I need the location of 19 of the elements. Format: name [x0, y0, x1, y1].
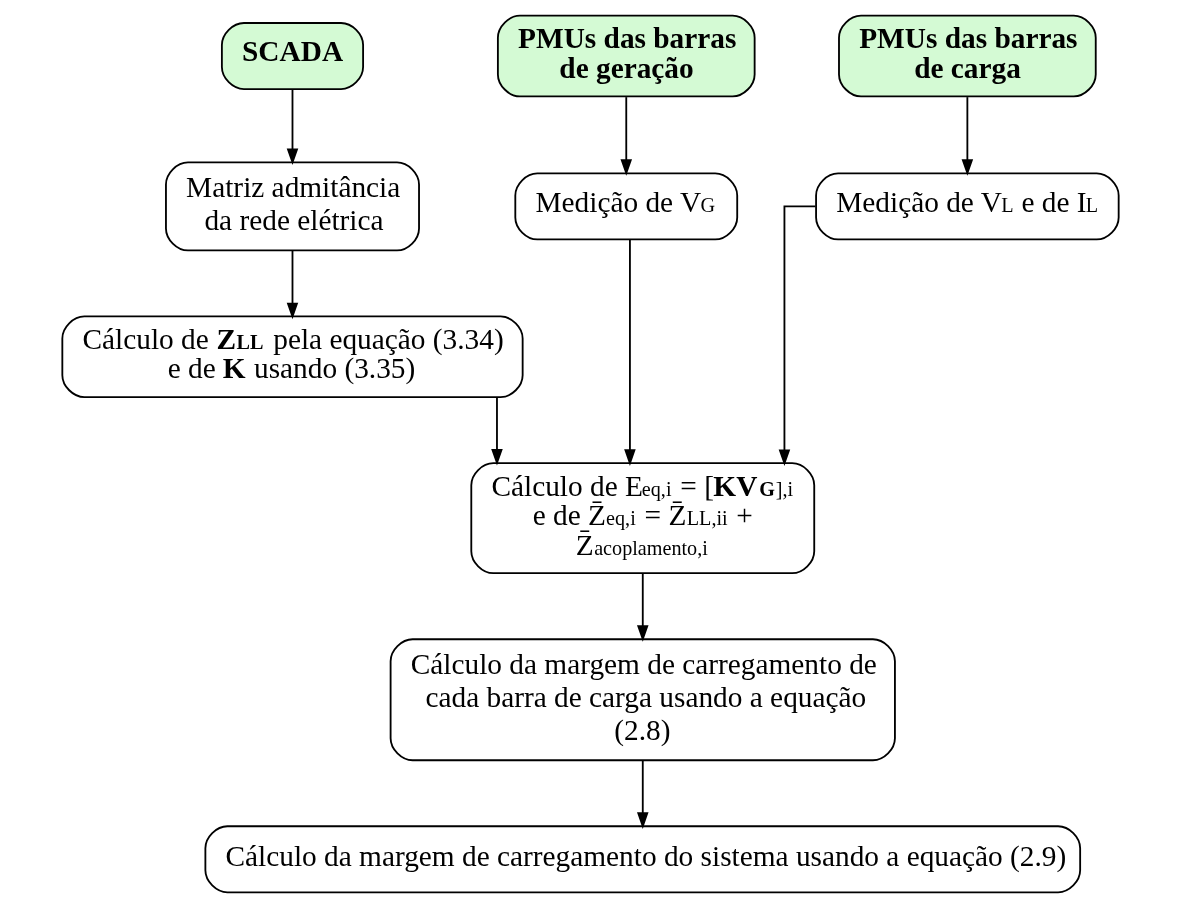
node-box: Cálculo da margem de carregamento do sistema usando a equação (2.9)	[203, 825, 1081, 894]
node-box: Matriz admitância da rede elétrica	[164, 161, 420, 252]
arrow	[623, 238, 636, 466]
node-box: Medição de V⃗L e de I⃗L	[814, 172, 1120, 241]
arrow	[636, 572, 649, 642]
node-box: Cálculo de E⃗eq,i = [KVG],i e de Z̄eq,i = Z̄LL,ii + Z̄acoplamento,i	[469, 462, 815, 575]
arrow	[286, 249, 298, 320]
node-box: Cálculo de ZLL pela equação (3.34) e de K usando (3.35)	[60, 315, 524, 399]
node-box: SCADA	[220, 22, 364, 90]
node-box: PMUs das barras de geração	[496, 14, 756, 98]
arrow	[490, 396, 503, 466]
arrow	[286, 88, 298, 166]
arrow	[636, 760, 649, 829]
node-box: PMUs das barras de carga	[837, 14, 1097, 98]
arrow	[961, 96, 973, 176]
node-box: Medição de V⃗G	[513, 172, 738, 241]
arrow	[778, 205, 816, 466]
arrow	[620, 96, 632, 176]
node-box: Cálculo da margem de carregamento de cada barra de carga usando a equação (2.8)	[389, 638, 896, 762]
